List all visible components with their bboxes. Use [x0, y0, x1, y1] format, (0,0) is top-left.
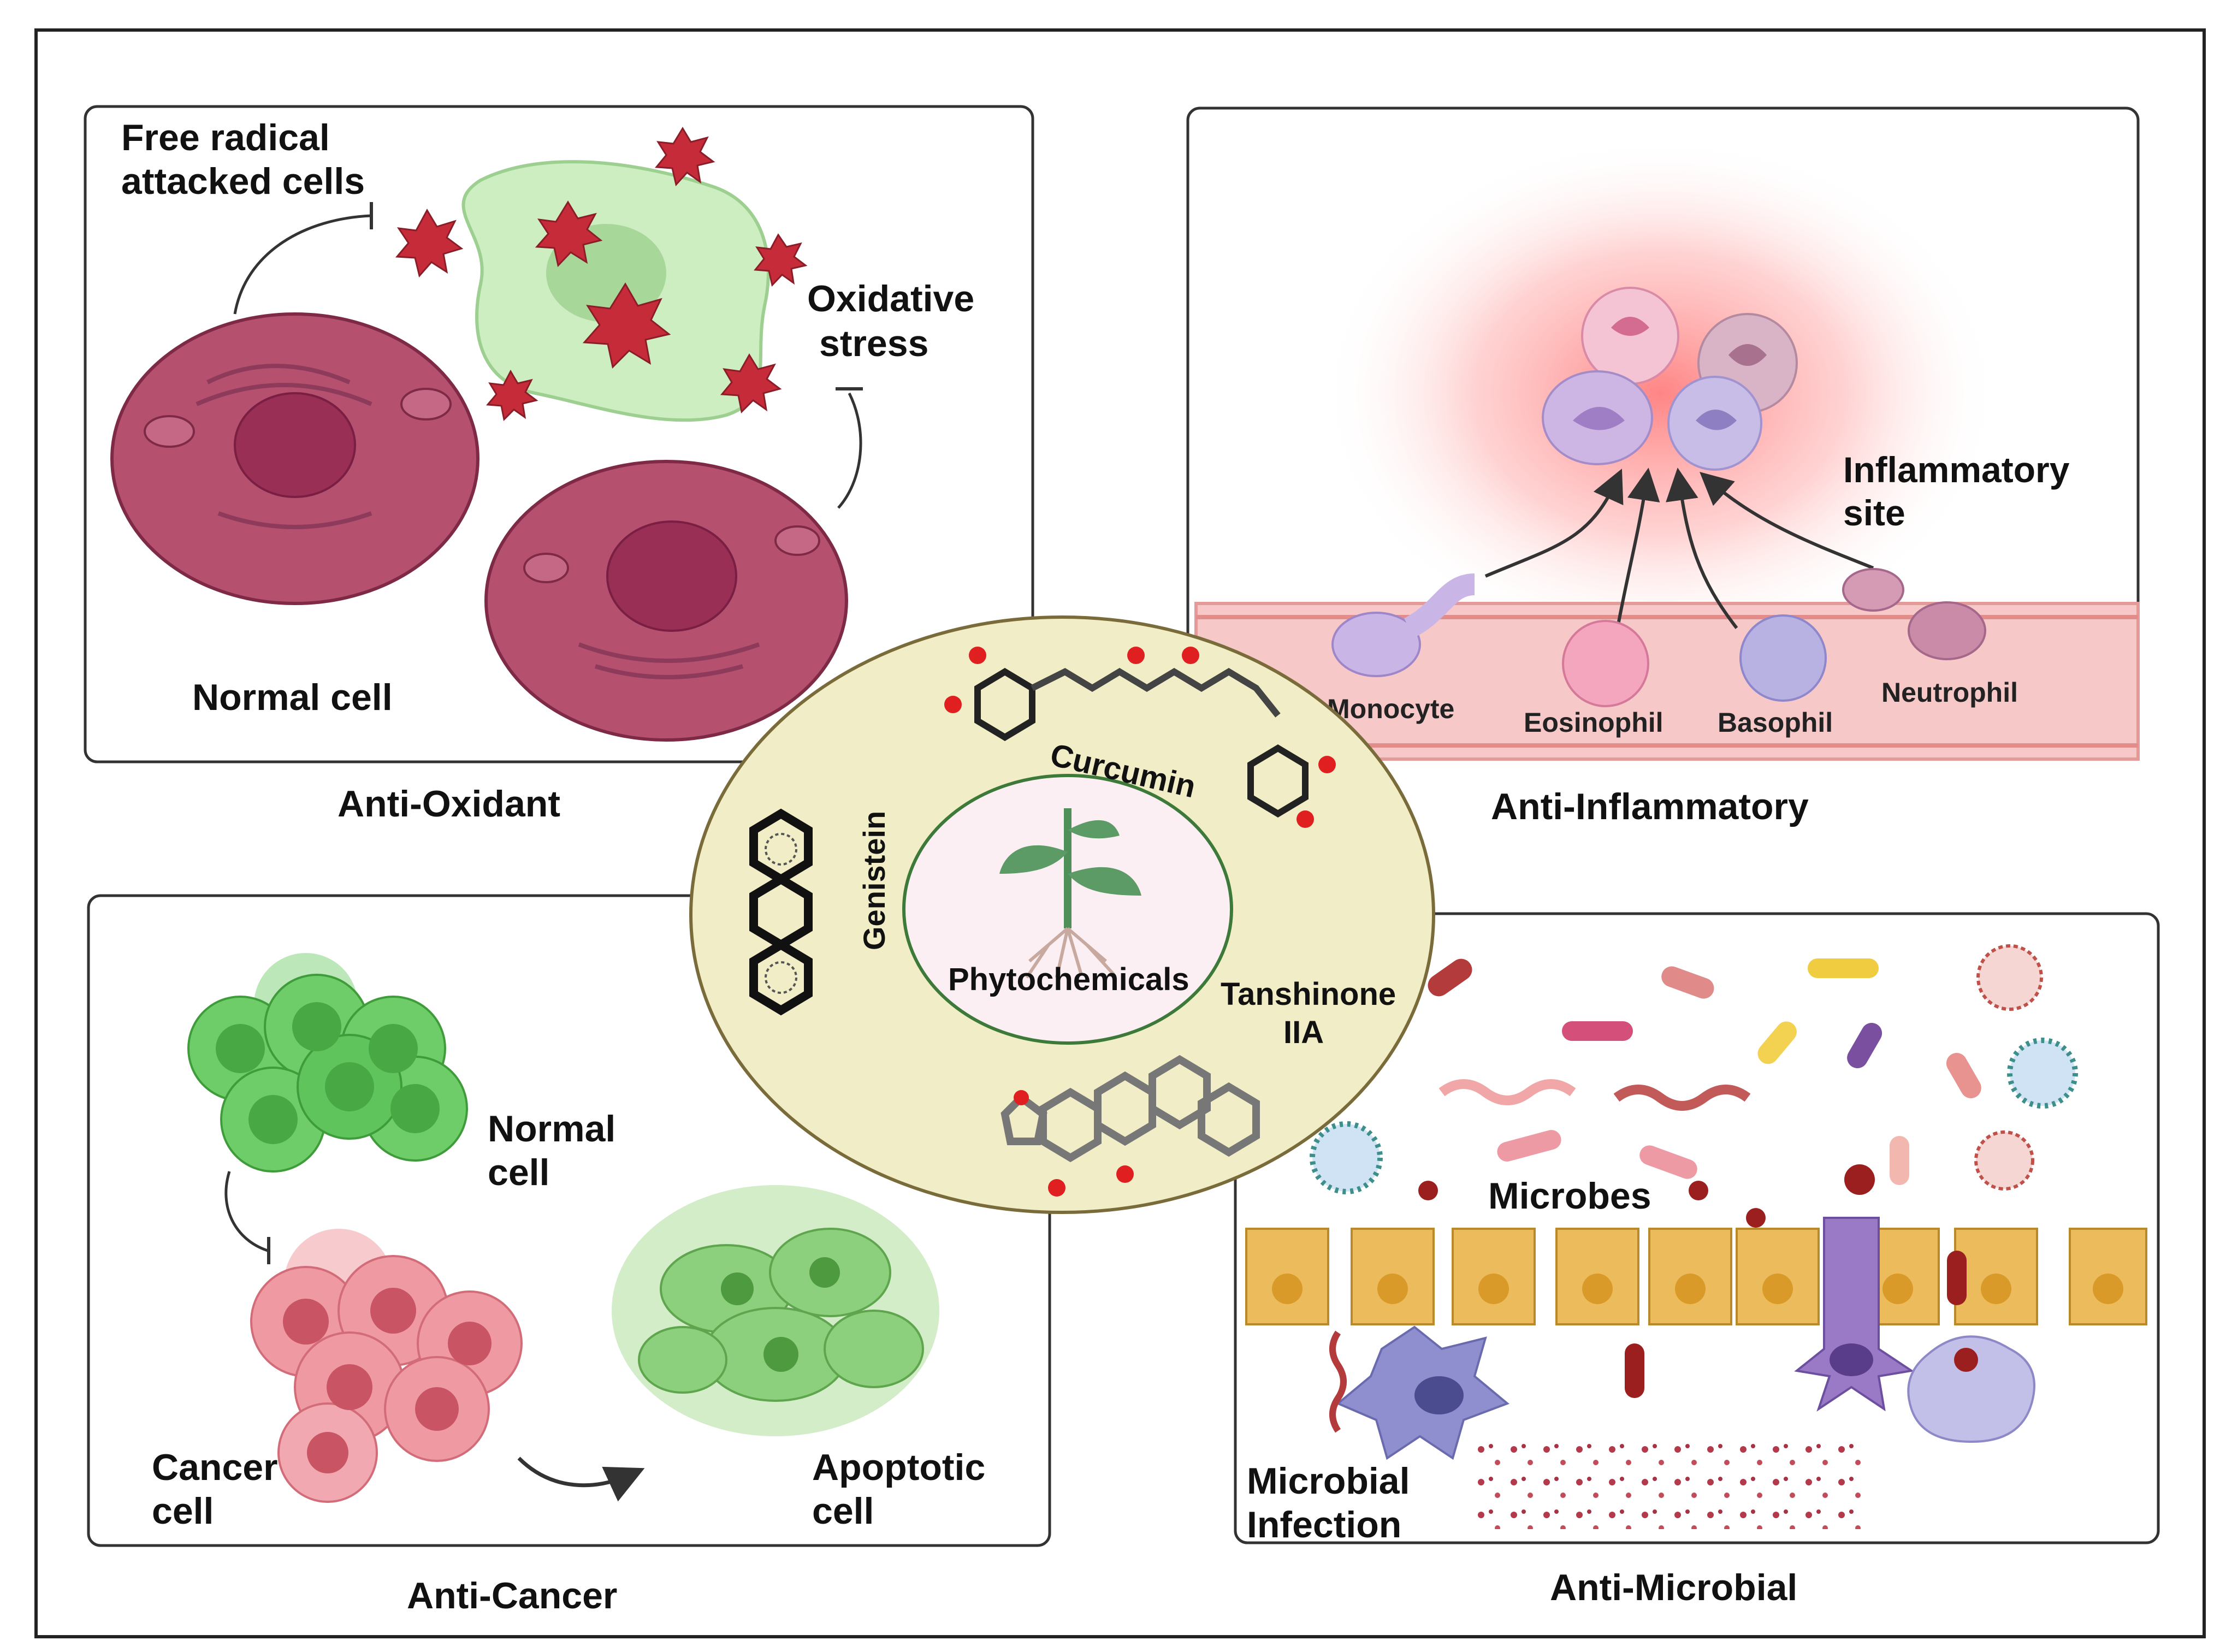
epithelium [1245, 1228, 2147, 1325]
radical-icon [720, 353, 782, 414]
anticancer-caption: Anti-Cancer [407, 1575, 617, 1617]
bacterium-icon [1808, 958, 1879, 978]
tanshinone-label: Tanshinone [1221, 976, 1396, 1012]
curcumin-molecule [944, 647, 1336, 828]
cancer-cell-cluster [250, 1229, 523, 1503]
oxidative-stress-label: Oxidative [807, 278, 974, 319]
basophil-cell [1739, 614, 1827, 702]
virus-icon [1974, 1130, 2034, 1191]
inflammatory-site-label: site [1843, 493, 1905, 533]
microbes-label: Microbes [1488, 1175, 1651, 1217]
dendritic-cell [1794, 1217, 1915, 1412]
virus-icon [1310, 1121, 1383, 1194]
normal-cell-right-nucleus [606, 520, 737, 632]
inflammatory-site-label: Inflammatory [1843, 449, 2070, 490]
free-radical-label: Free radical [121, 117, 330, 158]
normal-cell-label: Normal [488, 1108, 615, 1150]
antimicrobial-panel: Microbes Microbial Infection Anti-Microb… [1234, 912, 2160, 1608]
normal-cell-label: Normal cell [192, 677, 393, 718]
bacterium-icon [1757, 1021, 1797, 1064]
infection-specks [1475, 1442, 1868, 1529]
inhibit-arrow-stress [837, 392, 862, 509]
free-radical-label: attacked cells [121, 161, 365, 202]
spirochete-icon [1438, 1079, 1576, 1105]
apoptosis-arrow [517, 1456, 645, 1502]
bacterium-icon [1497, 1130, 1561, 1162]
inhibit-arrow-radicals [233, 214, 372, 315]
radical-icon [535, 200, 603, 268]
migration-arrow [1484, 469, 1624, 578]
bacterium-icon [1661, 966, 1714, 999]
radical-icon [655, 127, 715, 187]
bacterium-icon [1625, 1343, 1644, 1398]
mitochondrion [774, 525, 820, 556]
oxidative-stress-label: stress [819, 323, 928, 364]
microbial-infection-label: Microbial [1247, 1460, 1410, 1502]
mitochondrion [523, 553, 569, 583]
spirochete-icon [1613, 1085, 1751, 1111]
neutrophil-label: Neutrophil [1881, 677, 2018, 708]
eosinophil-label: Eosinophil [1524, 707, 1663, 738]
virus-icon [2007, 1038, 2078, 1109]
plant-icon [999, 808, 1141, 979]
antimicrobial-caption: Anti-Microbial [1550, 1567, 1797, 1608]
monocyte-cell [1331, 612, 1421, 677]
bacterium-icon [1847, 1022, 1882, 1069]
microbes [1310, 944, 2078, 1228]
apoptotic-cell-label: cell [812, 1490, 874, 1532]
mitochondrion [144, 415, 195, 448]
tanshinone-molecule [1001, 1055, 1260, 1197]
migration-arrow [1615, 467, 1660, 634]
genistein-molecule [749, 808, 813, 1016]
basophil-label: Basophil [1718, 707, 1833, 738]
antiinflammatory-caption: Anti-Inflammatory [1491, 786, 1809, 827]
bacterium-icon [1562, 1021, 1633, 1041]
eosinophil-cell [1562, 620, 1649, 707]
radical-icon [486, 369, 538, 422]
bacterium-icon [1890, 1136, 1909, 1185]
virus-icon [1976, 944, 2043, 1011]
inhibit-arrow-cancer [224, 1171, 268, 1252]
radical-icon [754, 233, 808, 287]
cancer-cell-label: Cancer [152, 1447, 278, 1488]
migration-arrow [1700, 472, 1874, 570]
bacterium-icon [1428, 958, 1472, 997]
bacterium-icon [1946, 1052, 1981, 1099]
neutrophil-migrating [1842, 568, 1904, 612]
microbial-infection-label: Infection [1247, 1504, 1401, 1546]
antioxidant-caption: Anti-Oxidant [338, 783, 560, 825]
radical-stars [395, 127, 808, 422]
apoptotic-cell-cluster [612, 1185, 939, 1436]
antioxidant-panel: Free radical attacked cells Oxidative st… [84, 105, 1034, 825]
normal-cell-left-nucleus [234, 392, 356, 498]
apoptotic-cell-label: Apoptotic [812, 1447, 985, 1488]
normal-cell-cluster [187, 953, 468, 1173]
bacterium-icon [1639, 1145, 1697, 1179]
bacterium-icon [1947, 1251, 1967, 1305]
inflammation-glow [1322, 137, 1999, 650]
normal-cell-label: cell [488, 1152, 549, 1193]
macrophage-cell [1907, 1335, 2035, 1443]
monocyte-label: Monocyte [1327, 694, 1454, 724]
radical-icon [582, 282, 671, 369]
organelle [578, 642, 760, 679]
radical-icon [395, 208, 464, 278]
phytochemical-hub: Curcumin Genistein Phytochemicals Tanshi… [689, 615, 1435, 1214]
spirochete-icon [1329, 1330, 1347, 1433]
organelle [196, 364, 372, 529]
phytochemicals-title: Phytochemicals [948, 962, 1189, 997]
cancer-cell-label: cell [152, 1490, 214, 1532]
mitochondrion [400, 388, 452, 421]
antiinflammatory-panel: Inflammatory site Monocyte Eosinophil Ba… [1186, 106, 2140, 827]
neutrophil-cell [1908, 601, 1986, 660]
tanshinone-label: IIA [1283, 1015, 1324, 1050]
migration-arrow [1666, 467, 1738, 629]
genistein-label: Genistein [857, 811, 891, 950]
